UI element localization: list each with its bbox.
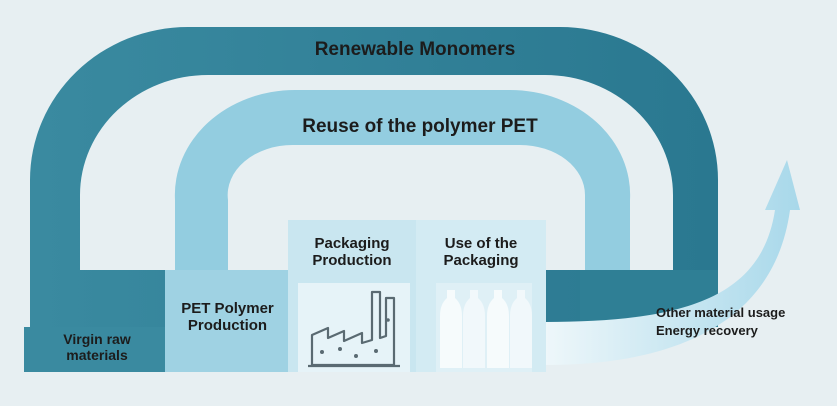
pet-polymer-production-box [165, 270, 290, 372]
packaging-label-line1: Packaging [314, 235, 390, 252]
exit-label-line2: Energy recovery [656, 322, 758, 338]
use-of-packaging-label: Use of the Packaging [416, 235, 546, 270]
inner-loop-band [174, 89, 631, 270]
exit-label-line1: Other material usage [656, 305, 786, 320]
use-label-line1: Use of the [444, 235, 518, 252]
pet-label-line1: PET Polymer [181, 300, 274, 317]
inner-loop-label: Reuse of the polymer PET [302, 116, 538, 137]
exit-arrow [545, 160, 800, 365]
virgin-label-line2: materials [66, 347, 128, 364]
pet-polymer-production-label: PET Polymer Production [165, 300, 290, 335]
packaging-production-label: Packaging Production [288, 235, 416, 270]
virgin-raw-materials-box [24, 327, 170, 372]
virgin-raw-materials-label: Virgin raw materials [24, 331, 170, 363]
outer-loop-label: Renewable Monomers [314, 39, 516, 60]
factory-icon [298, 283, 410, 372]
pet-label-line2: Production [187, 317, 268, 335]
exit-arrow-label: Other material usage Energy recovery [656, 304, 831, 339]
bottles-icon [436, 283, 532, 372]
virgin-label-line1: Virgin raw [63, 331, 131, 347]
use-label-line2: Packaging [443, 252, 519, 270]
packaging-label-line2: Production [312, 252, 392, 270]
